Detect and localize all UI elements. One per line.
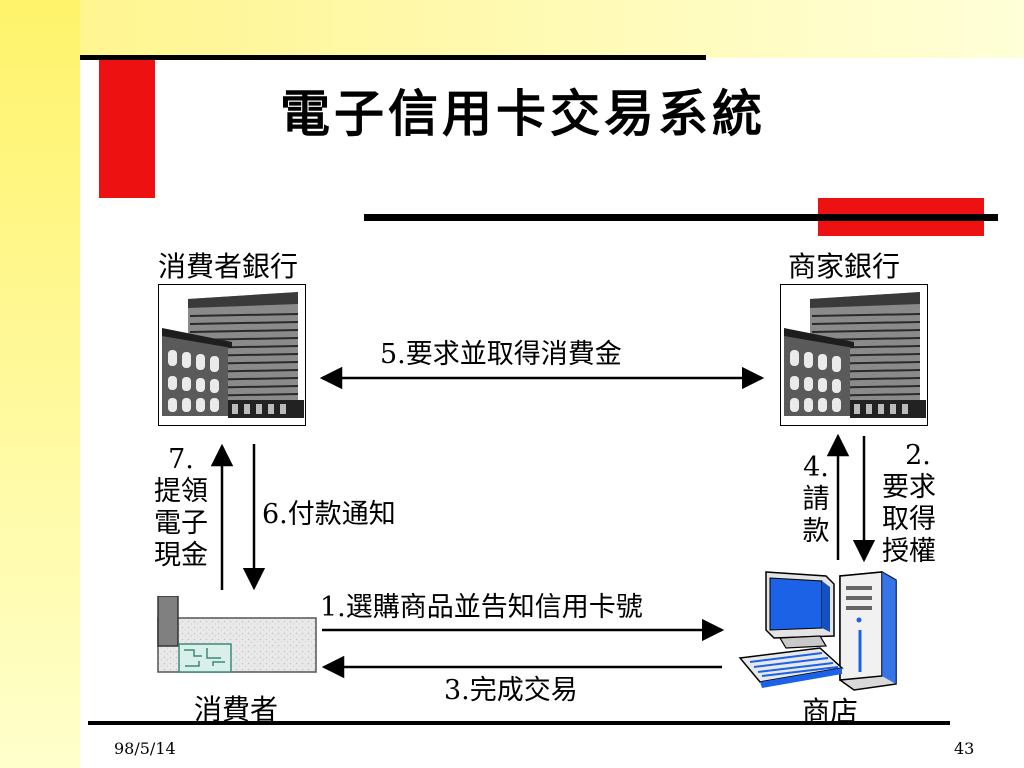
step4-line: 款 bbox=[802, 515, 830, 547]
merchant-bank-label: 商家銀行 bbox=[788, 250, 901, 283]
step2-number: 2. bbox=[905, 440, 931, 471]
page-title: 電子信用卡交易系統 bbox=[280, 84, 766, 143]
step7-line: 現金 bbox=[154, 539, 208, 571]
consumer-label: 消費者 bbox=[194, 693, 279, 726]
merchant-bank-icon bbox=[779, 283, 929, 427]
step4-label: 4. 請 款 bbox=[796, 452, 836, 548]
step3-label: 3.完成交易 bbox=[444, 675, 578, 706]
step2-line: 取得 bbox=[882, 503, 936, 535]
step2-line: 要求 bbox=[882, 471, 936, 503]
desktop-computer-icon bbox=[736, 566, 906, 698]
page-number: 43 bbox=[954, 739, 975, 758]
consumer-bank-icon bbox=[157, 283, 307, 427]
step6-label: 6.付款通知 bbox=[262, 499, 396, 530]
step7-number: 7. bbox=[168, 444, 194, 475]
step7-line: 電子 bbox=[154, 507, 208, 539]
step7-label: 7. 提領 電子 現金 bbox=[146, 444, 216, 571]
smart-card-icon bbox=[157, 595, 317, 674]
footer-date: 98/5/14 bbox=[114, 739, 176, 758]
step7-line: 提領 bbox=[154, 475, 208, 507]
step2-line: 授權 bbox=[882, 535, 936, 567]
step4-number: 4. bbox=[803, 452, 829, 483]
store-label: 商店 bbox=[802, 695, 859, 728]
step5-label: 5.要求並取得消費金 bbox=[380, 339, 622, 370]
step1-label: 1.選購商品並告知信用卡號 bbox=[320, 592, 643, 623]
step2-label: 2. 要求 取得 授權 bbox=[874, 440, 944, 567]
consumer-bank-label: 消費者銀行 bbox=[158, 250, 299, 283]
step4-line: 請 bbox=[802, 483, 830, 515]
